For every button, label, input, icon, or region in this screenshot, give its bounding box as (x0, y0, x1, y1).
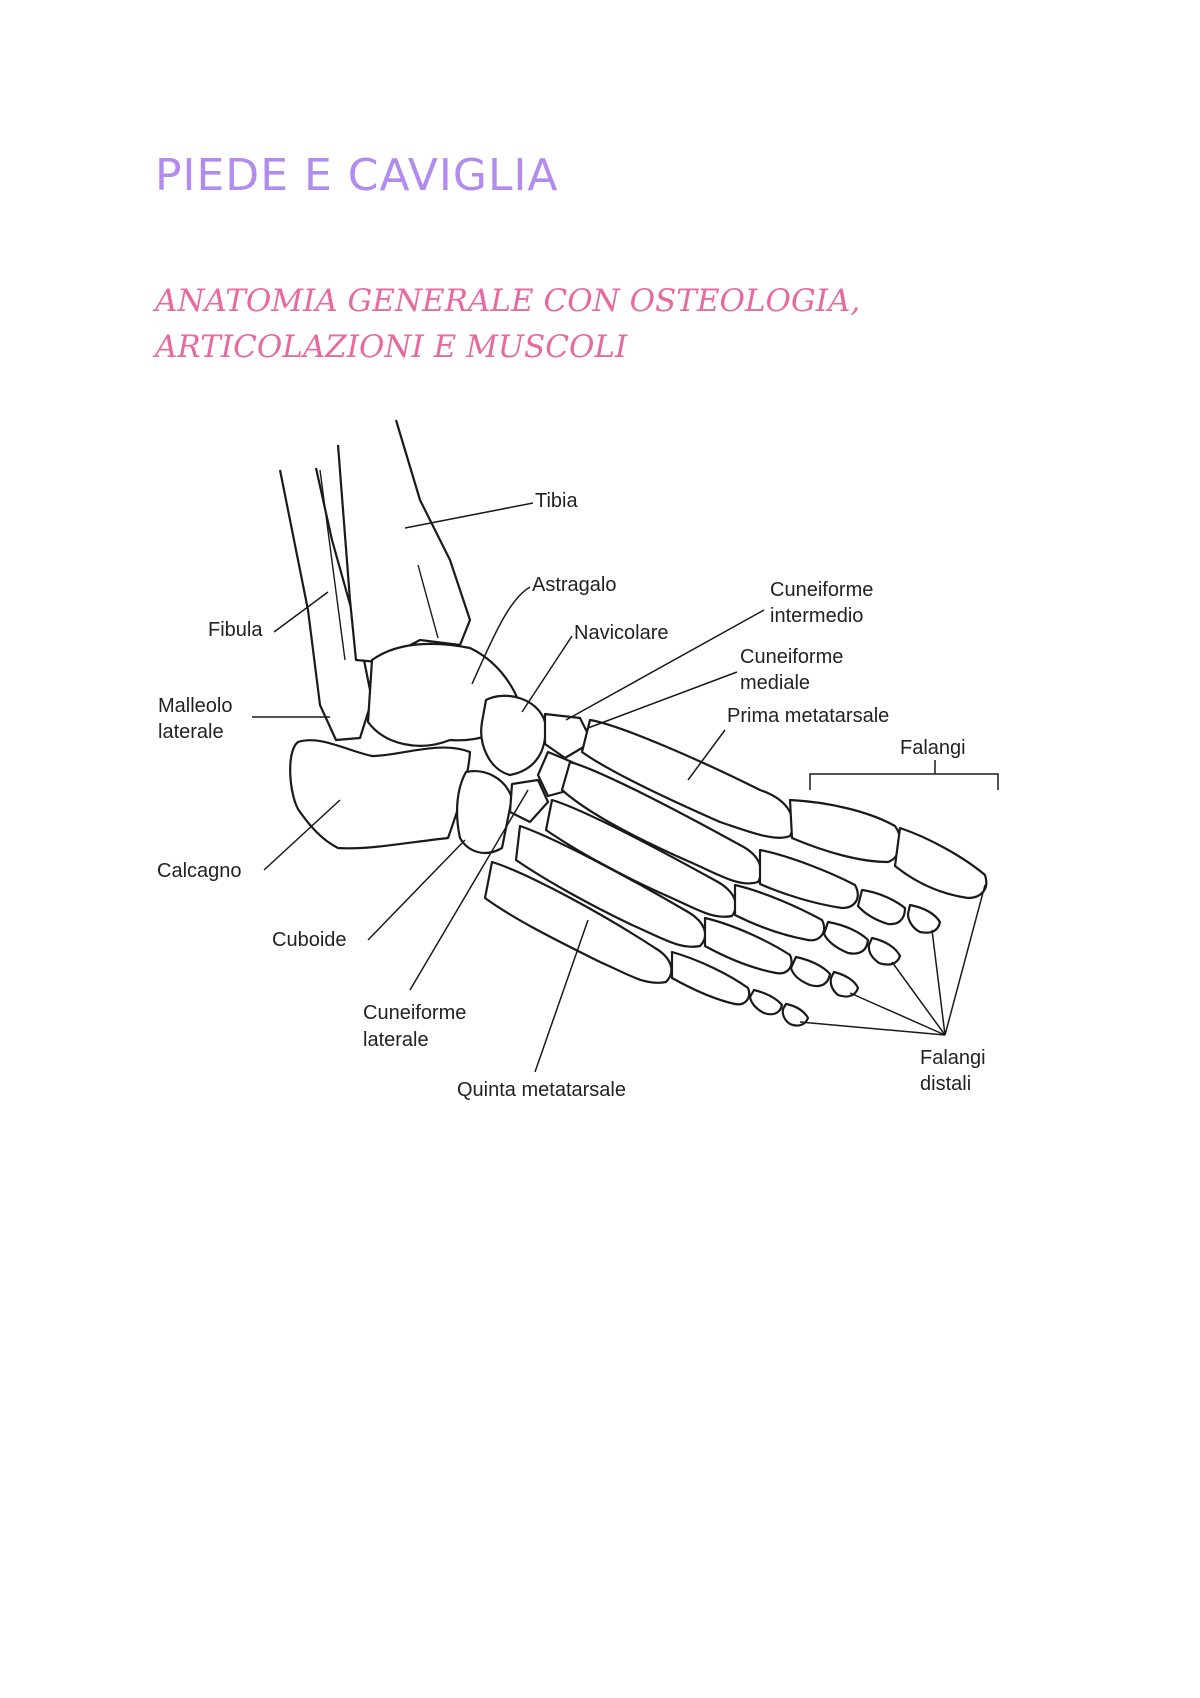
label-malleolo-laterale-line-2: laterale (158, 721, 224, 743)
leader-lines (252, 502, 999, 1073)
dito-4-falange-media (789, 955, 832, 988)
label-prima-metatarsale: Prima metatarsale (727, 705, 889, 727)
tibia-bone (336, 419, 472, 664)
dito-5-falange-prossimale (670, 950, 751, 1006)
navicolare-bone (480, 694, 547, 777)
subtitle-line-2: ARTICOLAZIONI E MUSCOLI (155, 329, 628, 365)
cuneiforme-mediale-bone (543, 712, 594, 760)
label-falangi: Falangi (900, 737, 966, 759)
alluce-falange-distale (893, 826, 988, 900)
label-cuneiforme-mediale: Cuneiforme mediale (740, 646, 849, 694)
label-astragalo: Astragalo (532, 574, 617, 596)
label-cuneiforme-laterale: Cuneiforme laterale (363, 1002, 472, 1051)
label-cuneiforme-laterale-line-2: laterale (363, 1029, 429, 1051)
dito-5-falange-media (748, 988, 784, 1016)
cuboide-bone (456, 770, 514, 855)
label-tibia: Tibia (535, 490, 578, 512)
label-falangi-distali: Falangi distali (920, 1047, 991, 1095)
prima-metatarsale-bone (580, 718, 794, 839)
label-calcagno: Calcagno (157, 860, 242, 882)
label-cuneiforme-mediale-line-2: mediale (740, 672, 810, 694)
label-quinta-metatarsale: Quinta metatarsale (457, 1079, 626, 1101)
quinta-metatarsale-bone (483, 860, 673, 984)
label-malleolo-laterale-line-1: Malleolo (158, 695, 232, 717)
dito-3-falange-media (822, 920, 870, 955)
label-cuneiforme-laterale-line-1: Cuneiforme (363, 1002, 466, 1024)
diagram-labels: Tibia Astragalo Fibula Navicolare Cuneif… (157, 490, 991, 1101)
label-falangi-distali-line-1: Falangi (920, 1047, 986, 1069)
dito-2-falange-media (856, 888, 907, 926)
label-cuneiforme-mediale-line-1: Cuneiforme (740, 646, 843, 668)
dito-4-falange-prossimale (703, 916, 793, 975)
label-cuneiforme-intermedio: Cuneiforme intermedio (770, 579, 879, 627)
label-cuneiforme-intermedio-line-1: Cuneiforme (770, 579, 873, 601)
label-falangi-distali-line-2: distali (920, 1073, 971, 1095)
fibula-bone (278, 467, 374, 742)
calcagno-bone (289, 739, 472, 850)
label-cuboide: Cuboide (272, 929, 347, 951)
dito-3-falange-distale (867, 936, 902, 966)
label-cuneiforme-intermedio-line-2: intermedio (770, 605, 863, 627)
dito-5-falange-distale (781, 1002, 810, 1027)
metatarsale-2-bone (560, 760, 763, 885)
page-subtitle: ANATOMIA GENERALE CON OSTEOLOGIA, ARTICO… (155, 278, 860, 370)
cuneiforme-laterale-bone (508, 778, 550, 824)
dito-4-falange-distale (829, 970, 860, 998)
dito-2-falange-distale (906, 903, 942, 934)
subtitle-line-1: ANATOMIA GENERALE CON OSTEOLOGIA, (155, 283, 861, 319)
alluce-falange-prossimale (788, 798, 902, 864)
bones-illustration (278, 419, 988, 1027)
metatarsale-4-bone (514, 824, 707, 948)
label-malleolo-laterale: Malleolo laterale (158, 695, 238, 743)
label-fibula: Fibula (208, 619, 263, 641)
label-navicolare: Navicolare (574, 622, 668, 644)
dito-3-falange-prossimale (733, 883, 826, 942)
page-title: PIEDE E CAVIGLIA (155, 150, 559, 201)
dito-2-falange-prossimale (758, 848, 859, 910)
